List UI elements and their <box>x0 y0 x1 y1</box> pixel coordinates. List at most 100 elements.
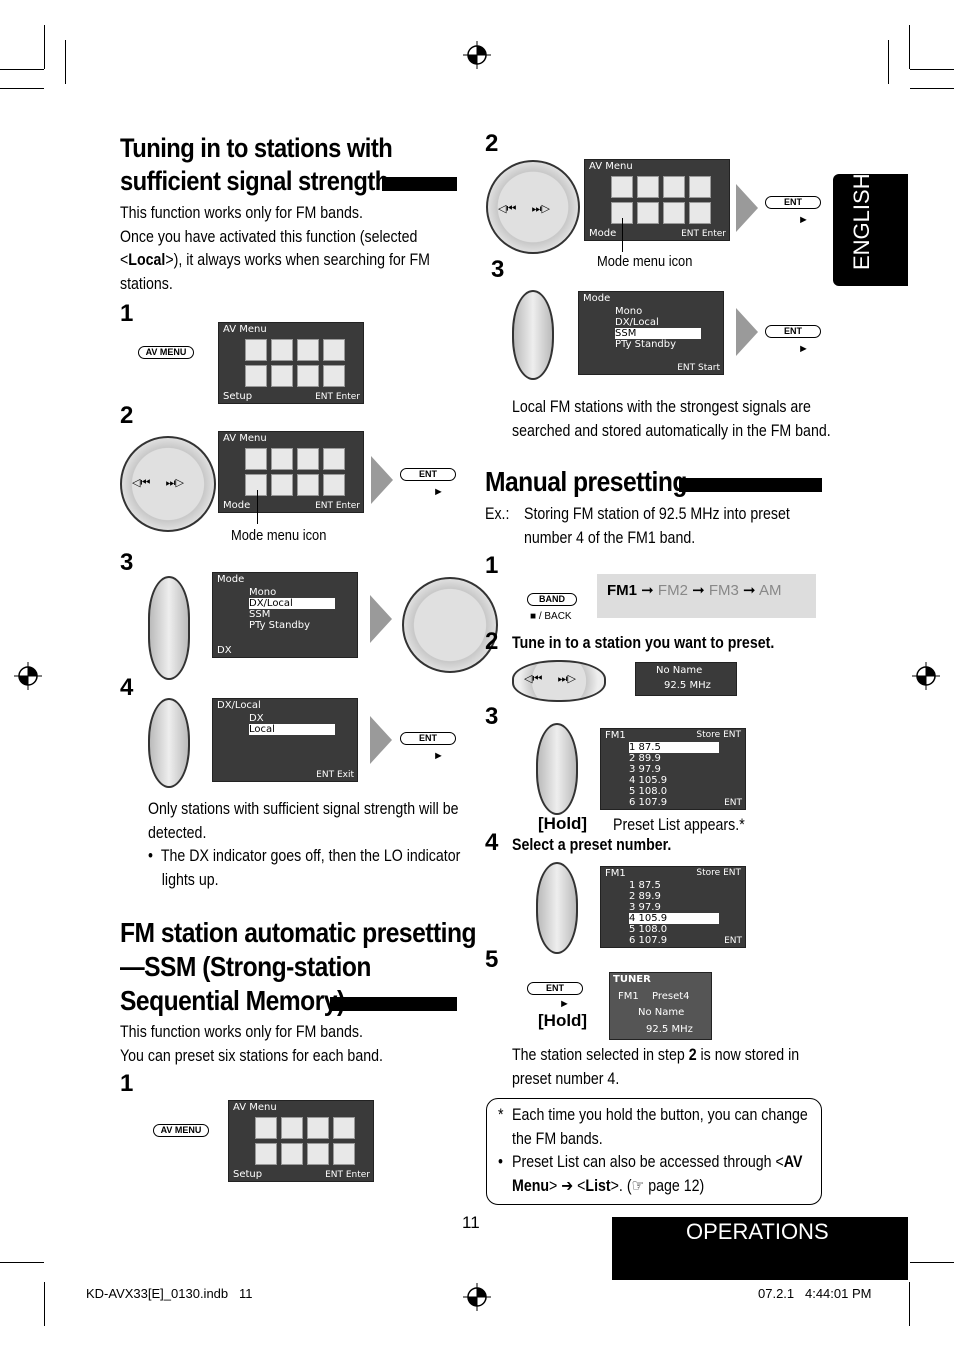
registration-mark-icon <box>463 41 491 69</box>
operations-banner: OPERATIONS <box>612 1217 908 1280</box>
example-label: Ex.: <box>485 505 510 523</box>
step-number: 1 <box>120 300 134 327</box>
section-title-line: Tuning in to stations with <box>120 133 393 163</box>
intro-text: This function works only for FM bands. Y… <box>120 1023 383 1065</box>
language-tab-label: ENGLISH <box>849 173 874 270</box>
note-bullet: • <box>498 1153 503 1171</box>
step-text: Select a preset number. <box>512 836 672 854</box>
note-box <box>486 1098 822 1205</box>
crop-mark <box>0 1262 44 1263</box>
band-button[interactable]: BAND <box>527 593 577 606</box>
arrow-right-icon <box>370 716 392 764</box>
preset-list-screen: FM1 Store ENT 1 87.5 2 89.9 3 97.9 4 105… <box>600 728 746 810</box>
section-title-line: Sequential Memory) <box>120 985 345 1016</box>
band-am: AM <box>758 582 782 599</box>
registration-mark-icon <box>912 662 940 690</box>
vertical-dial[interactable] <box>148 576 190 680</box>
result-text: Local FM stations with the strongest sig… <box>512 398 831 440</box>
control-knob[interactable] <box>486 160 580 254</box>
vertical-dial[interactable] <box>148 698 190 788</box>
step-number: 2 <box>120 402 134 429</box>
vertical-dial[interactable] <box>536 723 578 815</box>
title-bar <box>330 997 457 1011</box>
arrow-right-icon <box>736 308 758 356</box>
vertical-dial[interactable] <box>536 862 578 954</box>
crop-mark <box>910 69 954 70</box>
control-knob[interactable] <box>120 436 216 532</box>
note-text: Each time you hold the button, you can c… <box>512 1106 808 1195</box>
note-star: * <box>498 1106 504 1124</box>
crop-mark <box>910 88 954 89</box>
ent-button[interactable]: ENT <box>527 982 583 995</box>
registration-mark-icon <box>14 662 42 690</box>
callout-line <box>257 490 258 524</box>
crop-mark <box>910 1262 954 1263</box>
crop-mark <box>909 1282 910 1326</box>
ent-button[interactable]: ENT <box>400 468 456 481</box>
av-menu-button[interactable]: AV MENU <box>153 1124 209 1137</box>
step-number: 2 <box>485 130 499 157</box>
band-fm3: FM3 <box>708 582 739 599</box>
crop-mark <box>888 40 889 84</box>
step-text: Tune in to a station you want to preset. <box>512 634 775 652</box>
band-button-sublabel: ■ / BACK <box>530 611 572 622</box>
callout-line <box>622 218 623 252</box>
stored-text: The station selected in step 2 is now st… <box>512 1046 800 1088</box>
tune-display: No Name 92.5 MHz <box>635 662 737 696</box>
dx-local-screen: DX/Local DX Local ENT Exit <box>212 698 358 782</box>
arrow-right-icon <box>371 456 393 504</box>
band-fm1: FM1 <box>607 582 637 599</box>
step-number: 5 <box>485 946 499 973</box>
step-number: 3 <box>491 256 505 283</box>
vertical-dial[interactable] <box>512 290 554 380</box>
crop-mark <box>0 69 44 70</box>
language-tab: ENGLISH <box>833 173 908 286</box>
crop-mark <box>909 25 910 69</box>
av-menu-button[interactable]: AV MENU <box>138 346 194 359</box>
ent-button[interactable]: ENT <box>765 196 821 209</box>
crop-mark <box>0 88 44 89</box>
step-number: 4 <box>120 674 134 701</box>
section-title-line: —SSM (Strong-station <box>120 951 371 982</box>
hold-label: [Hold] <box>538 1011 588 1030</box>
result-text: Only stations with sufficient signal str… <box>148 800 461 889</box>
av-menu-screen: AV Menu Setup ENT Enter <box>218 322 364 404</box>
knob-label: ◁⏮ ⏭▷ <box>498 203 550 215</box>
play-icon: ► <box>559 998 570 1010</box>
control-knob[interactable] <box>512 660 606 702</box>
mode-screen: Mode Mono DX/Local SSM PTy Standby ENT S… <box>578 291 724 375</box>
band-sequence: FM1 ➞ FM2 ➞ FM3 ➞ AM <box>597 574 816 618</box>
step-number: 3 <box>485 703 499 730</box>
section-title: Manual presetting <box>485 466 687 497</box>
ent-button[interactable]: ENT <box>765 325 821 338</box>
av-menu-screen: AV Menu Mode ENT Enter <box>218 431 364 513</box>
mode-screen: Mode Mono DX/Local SSM PTy Standby DX <box>212 572 358 658</box>
band-fm2: FM2 <box>657 582 688 599</box>
section-title-line: FM station automatic presetting <box>120 917 477 948</box>
preset-appears-text: Preset List appears.* <box>613 816 745 834</box>
play-icon: ► <box>433 750 444 762</box>
knob-label: ◁⏮ ⏭▷ <box>132 477 184 489</box>
registration-mark-icon <box>463 1283 491 1311</box>
ent-button[interactable]: ENT <box>400 732 456 745</box>
play-icon: ► <box>798 343 809 355</box>
control-knob[interactable] <box>402 577 498 673</box>
footer-date: 07.2.1 4:44:01 PM <box>758 1286 872 1301</box>
crop-mark <box>65 40 66 84</box>
callout-label: Mode menu icon <box>597 253 693 270</box>
av-menu-screen: AV Menu Mode ENT Enter <box>584 159 730 241</box>
title-bar <box>679 478 822 492</box>
arrow-right-icon <box>370 595 392 643</box>
step-number: 3 <box>120 549 134 576</box>
step-number: 1 <box>485 552 499 579</box>
example-text: Storing FM station of 92.5 MHz into pres… <box>524 505 790 547</box>
step-number: 4 <box>485 829 499 856</box>
callout-label: Mode menu icon <box>231 527 327 544</box>
page-number: 11 <box>462 1213 480 1232</box>
hold-label: [Hold] <box>538 814 588 833</box>
footer-file: KD-AVX33[E]_0130.indb 11 <box>86 1286 253 1301</box>
operations-label: OPERATIONS <box>686 1219 829 1244</box>
step-number: 1 <box>120 1070 134 1097</box>
intro-text: This function works only for FM bands. O… <box>120 204 430 293</box>
preset-list-screen: FM1 Store ENT 1 87.5 2 89.9 3 97.9 4 105… <box>600 866 746 948</box>
